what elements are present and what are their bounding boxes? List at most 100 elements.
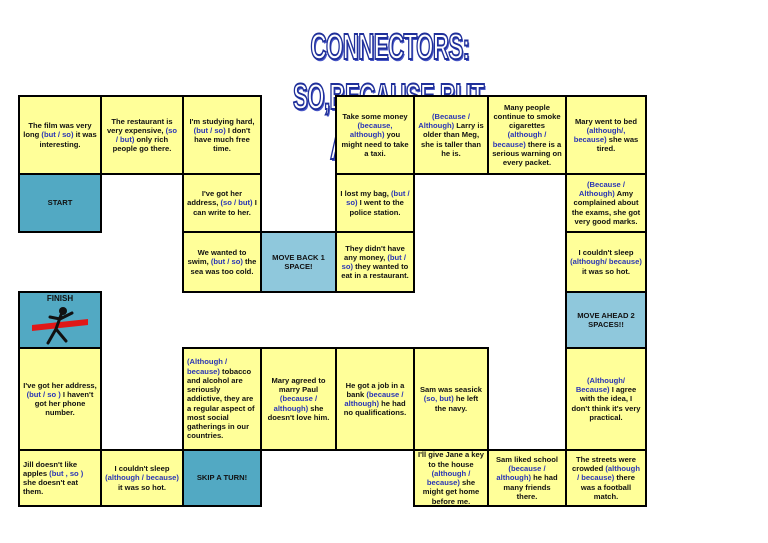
square-text: SKIP A TURN! (197, 473, 247, 482)
sentence-text: I've got her address, (23, 380, 97, 390)
square-text: (Although / because) tobacco and alcohol… (187, 357, 257, 440)
square-text: I couldn't sleep (although / because) it… (105, 464, 179, 492)
square-text: (Because / Although) Larry is older than… (418, 112, 484, 158)
square-text: Mary agreed to marry Paul (because / alt… (265, 376, 332, 422)
square-text: Take some money (because, although) you … (340, 112, 410, 158)
sentence-text: Larry is older than Meg, she is taller t… (421, 121, 484, 158)
sentence-text: I couldn't sleep (578, 248, 634, 258)
sentence-text: I went to the police station. (349, 198, 404, 217)
sentence-text: Many people continue to smoke cigarettes (493, 102, 561, 131)
connector-choice: (so / but) (220, 198, 253, 208)
connector-choice: (Because / Although) (578, 179, 625, 199)
square-text: I lost my bag, (but / so) I went to the … (340, 189, 410, 217)
sentence-text: They didn't have any money, (344, 243, 405, 262)
board-square: They didn't have any money, (but / so) t… (335, 231, 415, 293)
board-square: (Although/ Because) I agree with the ide… (565, 347, 647, 451)
board-square: I lost my bag, (but / so) I went to the … (335, 173, 415, 233)
sentence-text: she doesn't love him. (267, 403, 330, 422)
board-square: (Because / Although) Larry is older than… (413, 95, 489, 175)
board-square: I couldn't sleep (although / because) it… (100, 449, 184, 507)
connector-choice: (because / although) (344, 389, 404, 408)
move-back-square: MOVE BACK 1 SPACE! (260, 231, 337, 293)
sentence-text: I agree with the idea, I don't think it'… (571, 385, 641, 422)
connector-choice: (but / so) (41, 130, 74, 140)
connector-choice: (but / so) (193, 125, 226, 135)
square-text: I've got her address, (so / but) I can w… (187, 189, 257, 217)
sentence-text: I'm studying hard, (189, 116, 255, 126)
connector-choice: (but / so ) (26, 389, 61, 399)
connector-choice: (but , so ) (49, 468, 84, 478)
square-text: The streets were crowded (although / bec… (570, 455, 642, 501)
sentence-text: Take some money (342, 111, 408, 121)
board-square: I've got her address, (but / so ) I have… (18, 347, 102, 451)
sentence-text: he had many friends there. (503, 473, 558, 501)
sentence-text: I lost my bag, (340, 189, 392, 199)
sentence-text: Mary went to bed (574, 116, 638, 126)
board-square: (Because / Although) Amy complained abou… (565, 173, 647, 233)
sentence-text: he had no qualifications. (343, 399, 407, 418)
sentence-text: I can write to her. (193, 198, 257, 217)
square-label: START (47, 198, 73, 208)
board-square: Sam liked school (because / although) he… (487, 449, 567, 507)
sentence-text: tobacco and alcohol are seriously addict… (187, 366, 255, 441)
square-text: I've got her address, (but / so ) I have… (23, 381, 97, 418)
connector-choice: (so / but) (115, 125, 178, 144)
sentence-text: Jill doesn't like apples (23, 459, 78, 478)
square-text: Sam was seasick (so, but) he left the na… (418, 385, 484, 413)
square-text: We wanted to swim, (but / so) the sea wa… (187, 248, 257, 276)
sentence-text: you might need to take a taxi. (341, 130, 409, 158)
sentence-text: Sam was seasick (419, 385, 483, 395)
page-title: CONNECTORS: SO,BECAUSE,BUT, ALTHOUGH (292, 25, 488, 168)
sentence-text: they wanted to eat in a restaurant. (341, 262, 409, 281)
sentence-text: We wanted to swim, (187, 248, 247, 267)
sentence-text: she doesn't eat them. (23, 478, 78, 497)
sentence-text: it was interesting. (39, 130, 97, 149)
connector-choice: (but / so) (210, 257, 243, 267)
connector-choice: (although / because) (577, 464, 640, 483)
connector-choice: (so, but) (423, 394, 454, 404)
sentence-text: I couldn't sleep (114, 464, 170, 474)
connector-choice: (Although / because) (187, 357, 228, 376)
square-text: MOVE BACK 1 SPACE! (265, 253, 332, 272)
start-square: START (18, 173, 102, 233)
square-text: The restaurant is very expensive, (so / … (105, 117, 179, 154)
board-square: Jill doesn't like apples (but , so ) she… (18, 449, 102, 507)
board-square: The streets were crowded (although / bec… (565, 449, 647, 507)
square-text: They didn't have any money, (but / so) t… (340, 244, 410, 281)
connector-choice: (but / so) (346, 189, 410, 208)
square-text: (Because / Although) Amy complained abou… (570, 180, 642, 226)
square-text: MOVE AHEAD 2 SPACES!! (570, 311, 642, 330)
connector-choice: (although / because) (105, 473, 179, 483)
square-text: (Although/ Because) I agree with the ide… (570, 376, 642, 422)
sentence-text: only rich people go there. (112, 135, 172, 154)
sentence-text: he left the navy. (434, 394, 479, 413)
board-square: The film was very long (but / so) it was… (18, 95, 102, 175)
sentence-text: I'll give Jane a key to the house (418, 450, 484, 469)
square-text: START (48, 198, 73, 207)
sentence-text: Mary agreed to marry Paul (271, 375, 326, 395)
sentence-text: she might get home before me. (422, 478, 480, 506)
board-square: He got a job in a bank (because / althou… (335, 347, 415, 451)
board-square: Take some money (because, although) you … (335, 95, 415, 175)
square-text: He got a job in a bank (because / althou… (340, 381, 410, 418)
sentence-text: I haven't got her phone number. (34, 389, 94, 418)
sentence-text: there is a serious warning on every pack… (492, 139, 562, 168)
connector-choice: (although/, because) (573, 125, 626, 144)
square-label: MOVE AHEAD 2 SPACES!! (577, 310, 635, 329)
finish-label: FINISH (46, 294, 74, 303)
square-label: MOVE BACK 1 SPACE! (272, 252, 325, 271)
square-text: Many people continue to smoke cigarettes… (492, 103, 562, 168)
board-square: I couldn't sleep (although/ because) it … (565, 231, 647, 293)
board-square: I've got her address, (so / but) I can w… (182, 173, 262, 233)
sentence-text: The streets were crowded (572, 454, 636, 474)
sentence-text: it was so hot. (117, 482, 167, 492)
connector-choice: (because / although) (273, 394, 318, 413)
connector-choice: (because / although) (496, 464, 546, 483)
sentence-text: I've got her address, (187, 189, 243, 208)
sentence-text: it was so hot. (581, 266, 631, 276)
board-square: Sam was seasick (so, but) he left the na… (413, 347, 489, 451)
sentence-text: there was a football match. (580, 473, 635, 501)
sentence-text: The film was very long (23, 121, 92, 140)
square-label: SKIP A TURN! (196, 473, 248, 483)
move-ahead-square: MOVE AHEAD 2 SPACES!! (565, 291, 647, 349)
